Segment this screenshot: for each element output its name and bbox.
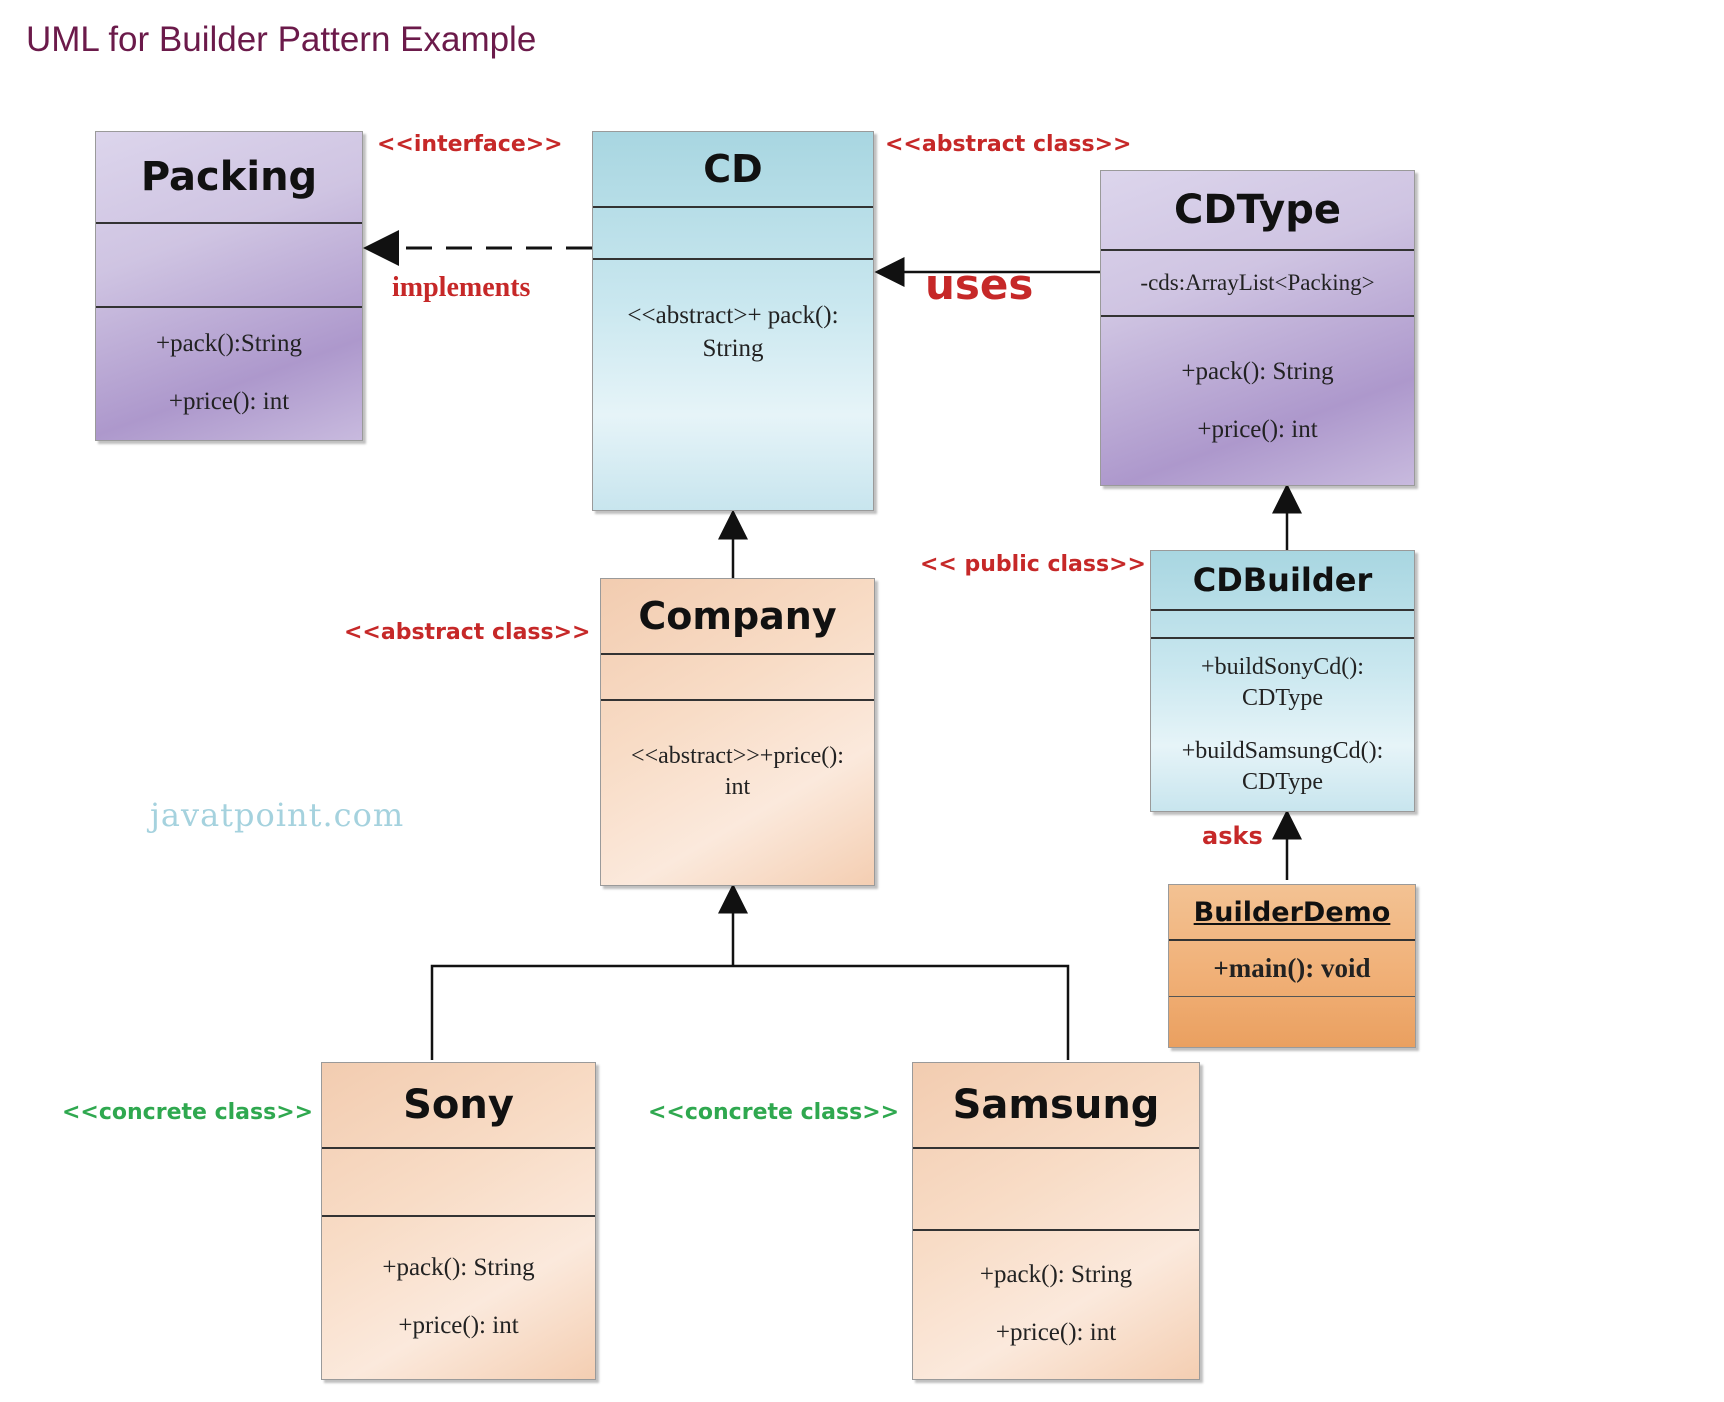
class-operations: +pack(): String +price(): int bbox=[322, 1217, 595, 1377]
operation: <<abstract>+ pack(): bbox=[627, 302, 839, 329]
operation: +price(): int bbox=[995, 1319, 1117, 1346]
sony-stereotype: <<concrete class>> bbox=[62, 1100, 314, 1125]
class-name: Samsung bbox=[913, 1063, 1199, 1149]
operation: <<abstract>>+price(): bbox=[631, 743, 844, 769]
class-attributes: -cds:ArrayList<Packing> bbox=[1101, 251, 1414, 317]
company-stereotype: <<abstract class>> bbox=[344, 620, 591, 645]
class-name: CD bbox=[593, 132, 873, 208]
class-operations: <<abstract>>+price(): int bbox=[601, 701, 874, 885]
operation: String bbox=[702, 334, 764, 362]
asks-label: asks bbox=[1202, 822, 1263, 850]
class-operations: +pack(): String +price(): int bbox=[1101, 317, 1414, 485]
samsung-stereotype: <<concrete class>> bbox=[648, 1100, 900, 1125]
uses-label: uses bbox=[925, 260, 1034, 309]
watermark: javatpoint.com bbox=[150, 796, 405, 834]
samsung-class: Samsung +pack(): String +price(): int bbox=[912, 1062, 1200, 1380]
operation: +buildSamsungCd(): bbox=[1181, 738, 1384, 764]
packing-class: Packing +pack():String +price(): int bbox=[95, 131, 363, 441]
operation: +pack(): String bbox=[382, 1254, 535, 1281]
class-operations: +pack():String +price(): int bbox=[96, 308, 362, 438]
operation: +pack():String bbox=[155, 330, 302, 357]
operation: +main(): void bbox=[1213, 953, 1371, 983]
cdtype-class: CDType -cds:ArrayList<Packing> +pack(): … bbox=[1100, 170, 1415, 486]
class-name: BuilderDemo bbox=[1169, 885, 1415, 941]
builderdemo-class: BuilderDemo +main(): void bbox=[1168, 884, 1416, 1048]
operation: +pack(): String bbox=[979, 1261, 1133, 1288]
class-attributes bbox=[96, 224, 362, 308]
class-attributes bbox=[913, 1149, 1199, 1231]
class-operations: <<abstract>+ pack(): String bbox=[593, 260, 873, 460]
class-operations: +main(): void bbox=[1169, 941, 1415, 997]
class-name: Sony bbox=[322, 1063, 595, 1149]
operation: +buildSonyCd(): bbox=[1201, 653, 1364, 680]
class-name: Packing bbox=[96, 132, 362, 224]
cd-stereotype: <<abstract class>> bbox=[885, 132, 1132, 157]
operation: +pack(): String bbox=[1181, 358, 1334, 385]
cdbuilder-stereotype: << public class>> bbox=[920, 552, 1146, 577]
operation: CDType bbox=[1242, 769, 1323, 796]
sony-company-connector bbox=[430, 964, 1070, 1060]
class-name: Company bbox=[601, 579, 874, 655]
operation: +price(): int bbox=[398, 1312, 519, 1339]
operation: +price(): int bbox=[168, 388, 290, 415]
cdbuilder-class: CDBuilder +buildSonyCd(): CDType +buildS… bbox=[1150, 550, 1415, 812]
class-operations: +buildSonyCd(): CDType +buildSamsungCd()… bbox=[1151, 639, 1414, 811]
packing-stereotype: <<interface>> bbox=[377, 132, 563, 157]
operation: int bbox=[724, 774, 751, 801]
operation: +price(): int bbox=[1197, 416, 1318, 443]
class-attributes bbox=[593, 208, 873, 260]
class-name: CDBuilder bbox=[1151, 551, 1414, 611]
class-attributes bbox=[601, 655, 874, 701]
sony-class: Sony +pack(): String +price(): int bbox=[321, 1062, 596, 1380]
cd-class: CD <<abstract>+ pack(): String bbox=[592, 131, 874, 511]
operation: CDType bbox=[1242, 684, 1323, 711]
company-class: Company <<abstract>>+price(): int bbox=[600, 578, 875, 886]
class-name: CDType bbox=[1101, 171, 1414, 251]
implements-label: implements bbox=[392, 272, 531, 303]
class-attributes bbox=[322, 1149, 595, 1217]
class-attributes bbox=[1151, 611, 1414, 639]
page-title: UML for Builder Pattern Example bbox=[26, 20, 537, 59]
class-operations: +pack(): String +price(): int bbox=[913, 1231, 1199, 1377]
